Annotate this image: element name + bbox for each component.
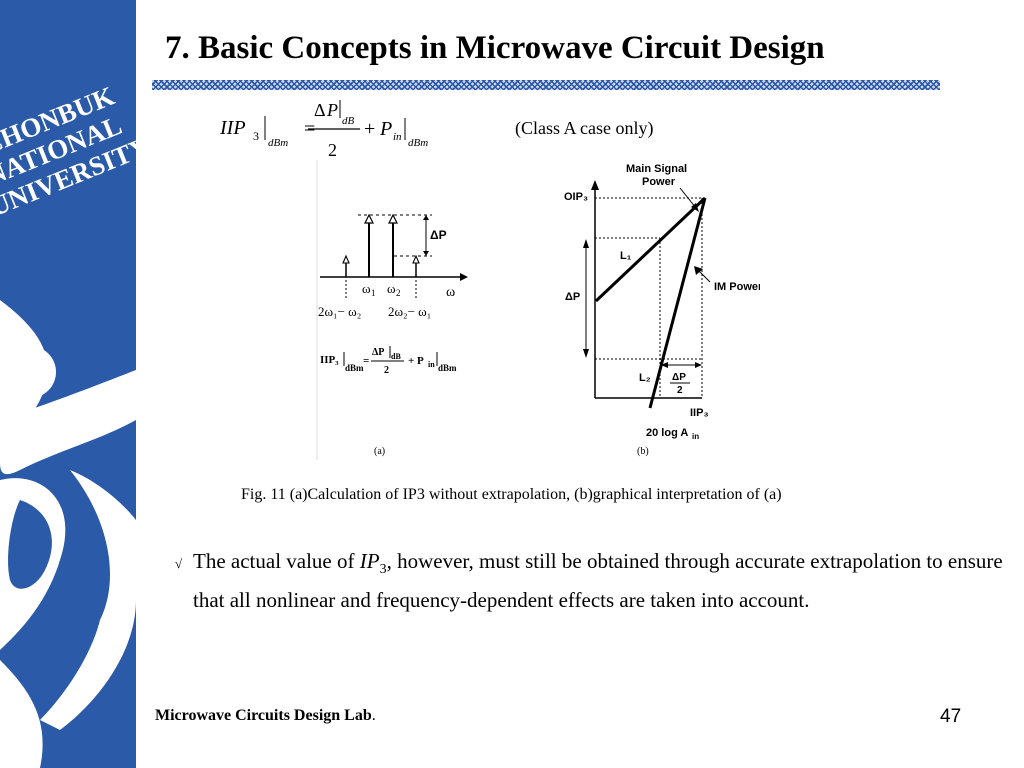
eq-p-sub: in bbox=[393, 131, 402, 143]
fig-b-x-axis-sub: in bbox=[692, 432, 699, 441]
bullet-text-after: , however, must still be obtained throug… bbox=[193, 549, 1003, 613]
fig-b-im-power-line bbox=[648, 197, 707, 409]
figure-a-spectrum-diagram: ΔP ω 1 ω 2 ω 2ω₁− ω₂ 2ω₂− ω₁ IIP₃ dBm = … bbox=[316, 160, 468, 460]
fig-b-im-power-pointer bbox=[697, 269, 711, 283]
fig-b-main-signal-line bbox=[594, 196, 707, 303]
fig-a-formula: IIP₃ dBm = ΔP dB 2 + P in dBm bbox=[320, 346, 457, 376]
eq-lhs: IIP bbox=[219, 117, 246, 139]
fig-b-delta-p-label: ΔP bbox=[565, 291, 580, 303]
figure-b-graphical-interpretation: ΔP ΔP 2 Main Signal Power OIP₃ L₁ IM Pow… bbox=[564, 163, 760, 457]
fig-a-omega1-sub: 1 bbox=[371, 288, 376, 298]
fig-b-main-signal-pointer-head bbox=[691, 203, 699, 212]
fig-b-y-arrowhead bbox=[591, 180, 599, 190]
footer-lab-text: Microwave Circuits Design Lab bbox=[155, 707, 372, 724]
fig-a-formula-eq: = bbox=[363, 355, 369, 367]
sidebar-artwork: CHONBUK NATIONAL UNIVERSITY bbox=[0, 0, 136, 768]
fig-b-im-power-label: IM Power bbox=[714, 281, 760, 293]
fig-a-formula-plus: + P bbox=[408, 355, 424, 367]
footer-lab-name: Microwave Circuits Design Lab. bbox=[155, 707, 376, 725]
eq-p-var: P bbox=[379, 118, 392, 140]
fig-b-iip3-label: IIP₃ bbox=[690, 407, 709, 419]
eq-p-unit: dBm bbox=[408, 137, 428, 149]
fig-a-im-high-head bbox=[412, 254, 420, 264]
title-underline-pattern bbox=[152, 80, 940, 90]
fig-b-half-delta-den: 2 bbox=[677, 385, 683, 396]
class-a-note: (Class A case only) bbox=[515, 118, 654, 138]
bullet-ip-sub: 3 bbox=[379, 562, 387, 578]
fig-a-formula-lhs: IIP₃ bbox=[320, 354, 339, 366]
eq-denominator: 2 bbox=[328, 140, 337, 160]
fig-a-tone-omega1-head bbox=[364, 213, 374, 224]
fig-b-half-arrow-right bbox=[695, 362, 702, 368]
fig-b-half-delta-num: ΔP bbox=[672, 372, 686, 383]
fig-a-im-low-head bbox=[342, 254, 350, 264]
eq-num-var: P bbox=[326, 100, 338, 120]
fig-b-label: (b) bbox=[637, 446, 649, 457]
fig-b-delta-arrow-top bbox=[583, 239, 589, 248]
fig-b-half-arrow-left bbox=[661, 362, 668, 368]
runner-figure-details bbox=[8, 500, 52, 589]
fig-b-main-signal-pointer bbox=[679, 187, 697, 209]
fig-b-main-signal-label-line1: Main Signal bbox=[626, 163, 687, 175]
fig-a-formula-lhs-unit: dBm bbox=[345, 363, 364, 373]
fig-a-axis-arrowhead bbox=[460, 273, 468, 281]
eq-num-unit: dB bbox=[342, 115, 355, 127]
check-mark-icon: √ bbox=[175, 556, 183, 571]
fig-a-formula-den: 2 bbox=[384, 365, 389, 376]
fig-a-omega2-label: ω bbox=[387, 281, 396, 296]
fig-b-l2-label: L₂ bbox=[639, 372, 651, 384]
fig-a-omega2-sub: 2 bbox=[396, 288, 401, 298]
fig-a-delta-arrow-bottom bbox=[423, 251, 429, 256]
fig-a-im-low-label: 2ω₁− ω₂ bbox=[318, 304, 361, 319]
bullet-text-before: The actual value of bbox=[193, 549, 360, 573]
bullet-text: The actual value of IP3, however, must s… bbox=[175, 546, 1005, 616]
fig-a-tone-omega2-head bbox=[388, 213, 398, 224]
figure-caption: Fig. 11 (a)Calculation of IP3 without ex… bbox=[241, 486, 782, 503]
fig-a-im-high-label: 2ω₂− ω₁ bbox=[388, 304, 431, 319]
fig-a-formula-num: ΔP bbox=[372, 347, 384, 358]
eq-lhs-sub: 3 bbox=[253, 129, 259, 143]
fig-b-oip3-label: OIP₃ bbox=[564, 191, 588, 203]
university-sidebar: CHONBUK NATIONAL UNIVERSITY bbox=[0, 0, 136, 768]
slide-title: 7. Basic Concepts in Microwave Circuit D… bbox=[165, 30, 825, 66]
fig-a-formula-p-unit: dBm bbox=[438, 363, 457, 373]
eq-lhs-unit: dBm bbox=[268, 137, 288, 149]
iip3-equation: IIP 3 dBm = Δ P dB 2 + P in dBm bbox=[219, 100, 428, 160]
fig-a-label: (a) bbox=[374, 446, 385, 457]
fig-b-main-signal-label-line2: Power bbox=[642, 176, 676, 188]
bullet-ip: IP bbox=[359, 549, 380, 573]
fig-b-x-axis-label: 20 log A bbox=[646, 427, 688, 439]
fig-b-im-power-pointer-head bbox=[694, 266, 703, 275]
bullet-point: √ The actual value of IP3, however, must… bbox=[175, 546, 1005, 616]
fig-b-delta-arrow-bottom bbox=[583, 349, 589, 358]
fig-a-omega-axis-label: ω bbox=[446, 285, 455, 300]
fig-a-omega1-label: ω bbox=[362, 281, 371, 296]
eq-num-delta: Δ bbox=[314, 100, 326, 120]
eq-plus: + bbox=[364, 118, 375, 140]
fig-a-delta-p-label: ΔP bbox=[430, 228, 447, 242]
fig-a-delta-arrow-top bbox=[423, 215, 429, 220]
fig-a-formula-p-sub: in bbox=[428, 360, 435, 369]
footer-dot: . bbox=[371, 707, 376, 724]
fig-a-formula-num-unit: dB bbox=[391, 352, 401, 361]
fig-b-l1-label: L₁ bbox=[620, 250, 632, 262]
page-number: 47 bbox=[940, 706, 962, 727]
